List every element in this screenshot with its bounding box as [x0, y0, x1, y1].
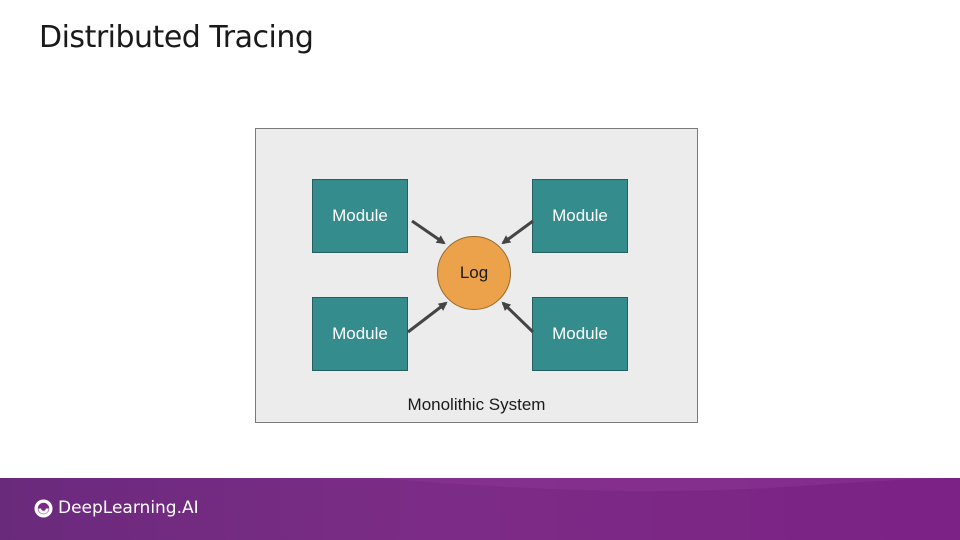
arrow-top-left	[411, 219, 446, 245]
system-label: Monolithic System	[407, 395, 546, 414]
brand: DeepLearning.AI	[34, 498, 199, 518]
monolithic-system-box: Module Module Module Module Log Monolith…	[255, 128, 698, 423]
connector-arrows	[407, 219, 535, 334]
deeplearning-logo-icon	[34, 498, 53, 518]
slide-title: Distributed Tracing	[39, 20, 314, 55]
arrow-bottom-right	[501, 301, 535, 334]
footer-bar: DeepLearning.AI	[0, 478, 960, 540]
module-bottom-right: Module	[532, 297, 628, 371]
arrow-bottom-left	[407, 301, 448, 334]
module-top-left: Module	[312, 179, 408, 253]
brand-name: DeepLearning.AI	[58, 498, 199, 518]
module-top-right: Module	[532, 179, 628, 253]
arrow-top-right	[501, 219, 534, 245]
footer-wave-decoration	[380, 478, 960, 492]
module-bottom-left: Module	[312, 297, 408, 371]
log-node: Log	[437, 236, 511, 310]
